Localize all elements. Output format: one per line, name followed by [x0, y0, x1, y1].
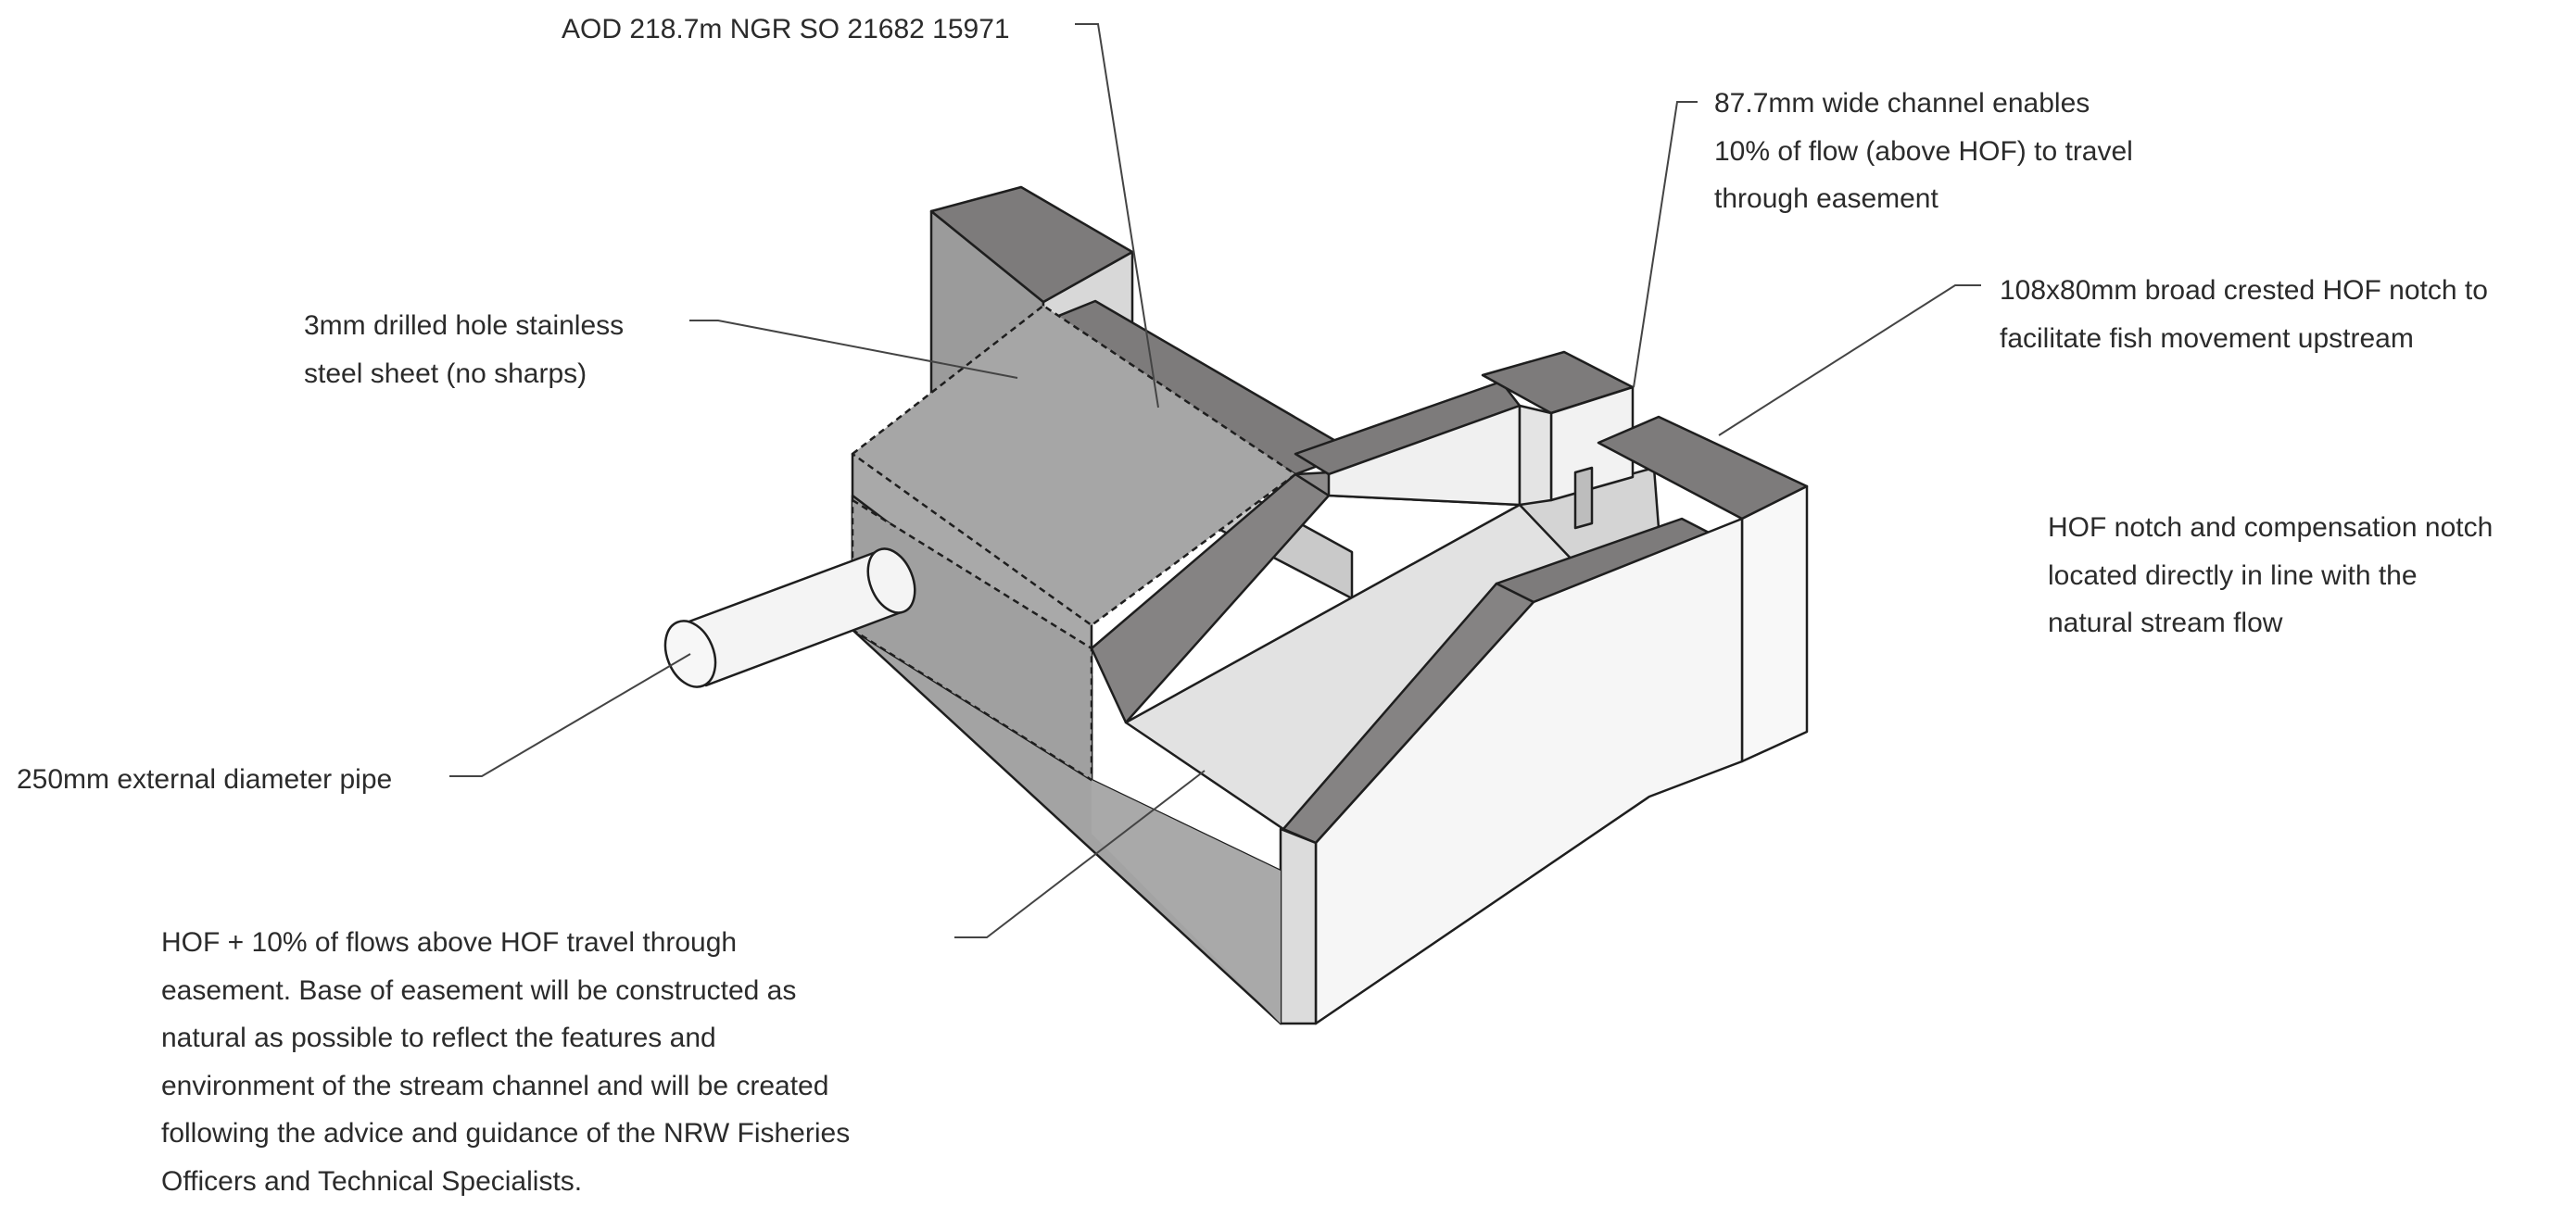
right-wall-outer-face [1740, 484, 1809, 763]
aod-label: AOD 218.7m NGR SO 21682 15971 [562, 14, 1010, 44]
leader-channel [1633, 101, 1698, 388]
front-corner-face [1092, 780, 1281, 1024]
pipe-label: 250mm external diameter pipe [17, 764, 393, 795]
leader-pipe [449, 653, 691, 777]
notch-block-side [1518, 404, 1553, 507]
hof-notch-label: 108x80mm broad crested HOF notch to faci… [2000, 275, 2488, 354]
pipe-end-back [866, 547, 916, 614]
notch-gap [1573, 466, 1594, 530]
channel-label: 87.7mm wide channel enables 10% of flow … [1714, 88, 2133, 215]
leader-lines [449, 23, 1981, 938]
inline-note-label: HOF notch and compensation notch located… [2048, 512, 2494, 639]
easement-label: HOF + 10% of flows above HOF travel thro… [161, 927, 851, 1197]
leader-hof-notch [1718, 284, 1981, 436]
leader-aod [1075, 23, 1159, 408]
front-right-edge-strip [1279, 827, 1318, 1025]
sheet-label: 3mm drilled hole stainless steel sheet (… [304, 310, 625, 389]
left-wall-top [929, 185, 1134, 304]
leader-sheet [689, 320, 1018, 379]
leader-easement [954, 770, 1206, 938]
